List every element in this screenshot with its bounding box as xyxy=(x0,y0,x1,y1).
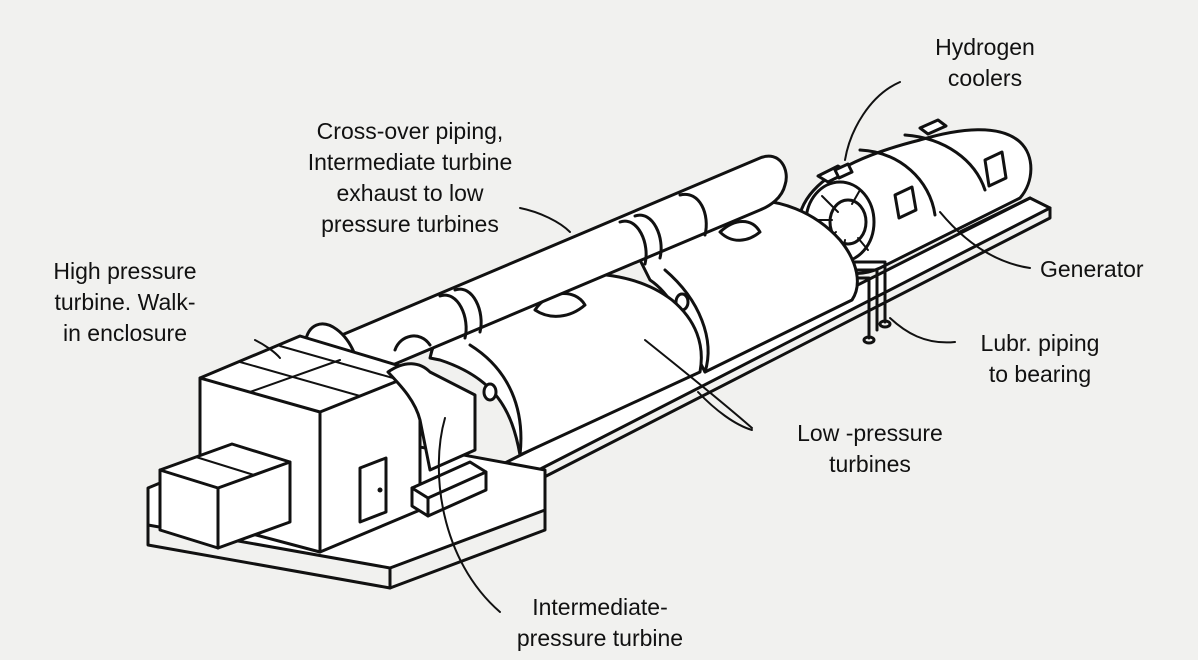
lube-piping xyxy=(853,260,892,345)
label-generator: Generator xyxy=(1040,254,1144,285)
label-generator-line-1: Generator xyxy=(1040,256,1144,282)
label-ip-turbine: Intermediate- pressure turbine xyxy=(490,592,710,654)
label-crossover-line-2: Intermediate turbine xyxy=(307,149,513,175)
label-lubr-line-1: Lubr. piping xyxy=(980,330,1100,356)
generator-body xyxy=(798,118,1033,275)
label-crossover-line-1: Cross-over piping, xyxy=(316,118,504,144)
label-lp-line-1: Low -pressure xyxy=(797,420,943,446)
label-ip-line-1: Intermediate- xyxy=(532,594,668,620)
leader-lines xyxy=(254,81,1031,613)
label-crossover-piping: Cross-over piping, Intermediate turbine … xyxy=(260,116,560,240)
label-ip-line-2: pressure turbine xyxy=(516,625,684,651)
label-hydrogen-coolers-line-2: coolers xyxy=(947,65,1023,91)
label-crossover-line-4: pressure turbines xyxy=(321,211,499,237)
label-low-pressure-turbines: Low -pressure turbines xyxy=(760,418,980,480)
label-hydrogen-coolers-line-1: Hydrogen xyxy=(935,34,1035,60)
label-lubr-line-2: to bearing xyxy=(988,361,1092,387)
label-crossover-line-3: exhaust to low xyxy=(336,180,484,206)
label-hydrogen-coolers: Hydrogen coolers xyxy=(920,32,1050,94)
label-lp-line-2: turbines xyxy=(829,451,911,477)
hp-enclosure xyxy=(146,334,547,590)
label-lubr-piping: Lubr. piping to bearing xyxy=(955,328,1125,390)
label-hp-turbine-line-2: turbine. Walk- xyxy=(54,289,196,315)
label-hp-turbine-line-3: in enclosure xyxy=(62,320,188,346)
label-hp-turbine: High pressure turbine. Walk- in enclosur… xyxy=(20,256,230,349)
label-hp-turbine-line-1: High pressure xyxy=(53,258,197,284)
